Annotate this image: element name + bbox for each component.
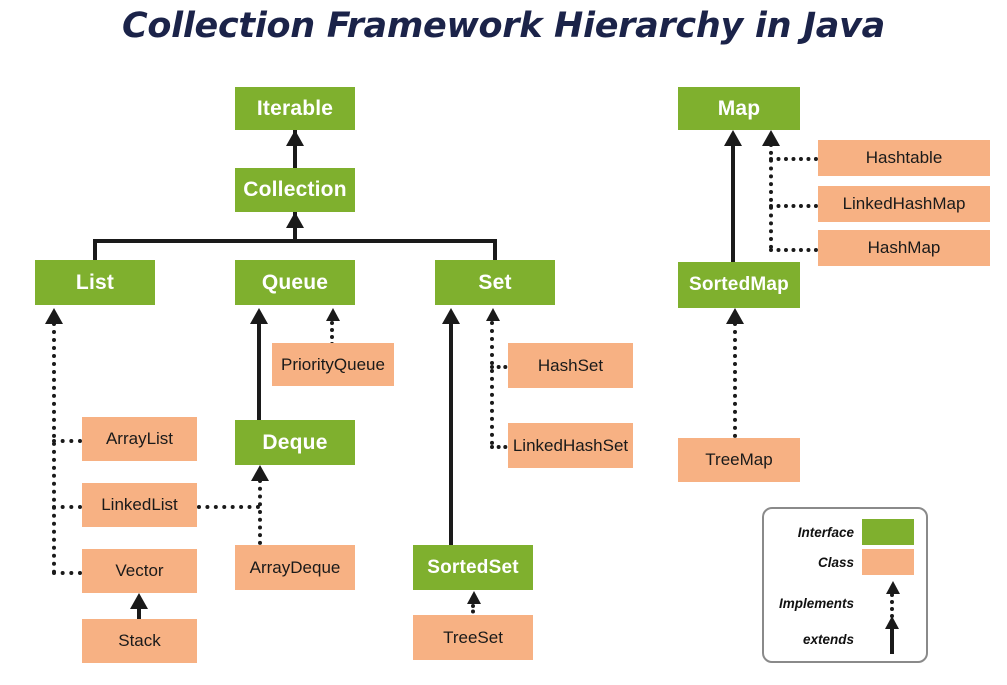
edge-arraydeque-deque-line (258, 479, 262, 545)
legend-implements-dotted-line (890, 593, 894, 618)
edge-sortedmap-map-arrowhead (724, 130, 742, 146)
node-treemap[interactable]: TreeMap (678, 438, 800, 482)
node-set[interactable]: Set (435, 260, 555, 305)
node-sortedset[interactable]: SortedSet (413, 545, 533, 590)
edge-priorityqueue-queue-arrowhead (326, 308, 340, 321)
legend-class-label: Class (817, 554, 854, 570)
node-linkedlist[interactable]: LinkedList (82, 483, 197, 527)
edge-treeset-sortedset-line (471, 604, 475, 619)
node-hashmap[interactable]: HashMap (818, 230, 990, 266)
legend-row-implements: Implements (776, 590, 916, 616)
node-deque-label: Deque (262, 430, 328, 454)
edge-linkedlist-list-connector (52, 505, 82, 509)
edge-vector-list-connector (52, 571, 82, 575)
node-vector[interactable]: Vector (82, 549, 197, 593)
edge-bus-to-list (93, 239, 97, 261)
page-title: Collection Framework Hierarchy in Java (122, 6, 885, 46)
node-linkedlist-label: LinkedList (101, 495, 178, 514)
edge-bus-to-set (493, 239, 497, 261)
edge-stack-vector-line (137, 606, 141, 621)
node-priorityqueue[interactable]: PriorityQueue (272, 343, 394, 386)
node-hashset[interactable]: HashSet (508, 343, 633, 388)
node-collection-label: Collection (243, 178, 347, 201)
node-arraylist-label: ArrayList (105, 429, 174, 448)
node-linkedhashmap[interactable]: LinkedHashMap (818, 186, 990, 222)
legend-implements-arrowhead (886, 581, 900, 594)
node-hashtable-label: Hashtable (865, 148, 943, 167)
edge-hashtable-map-connector (769, 157, 818, 161)
edge-linkedhashmap-map-connector (769, 204, 818, 208)
edge-list-implements-arrowhead (45, 308, 63, 324)
node-list[interactable]: List (35, 260, 155, 305)
edge-arraydeque-deque-arrowhead (251, 465, 269, 481)
edge-collection-iterable-arrowhead (286, 130, 304, 146)
node-deque[interactable]: Deque (235, 420, 355, 465)
node-treemap-label: TreeMap (705, 450, 773, 469)
node-linkedhashset-label: LinkedHashSet (512, 435, 629, 455)
edge-hashmap-map-connector (769, 248, 818, 252)
legend-row-extends: extends (776, 626, 916, 652)
node-queue-label: Queue (261, 270, 329, 294)
node-treeset[interactable]: TreeSet (413, 615, 533, 660)
node-stack-label: Stack (118, 631, 161, 650)
edge-deque-queue-line (257, 322, 261, 420)
node-hashtable[interactable]: Hashtable (818, 140, 990, 176)
node-hashset-label: HashSet (537, 355, 604, 375)
node-map[interactable]: Map (678, 87, 800, 130)
legend-class-swatch (862, 549, 914, 575)
edge-set-implements-spine (490, 321, 494, 445)
edge-collection-bus-horizontal (93, 239, 497, 243)
node-arraydeque-label: ArrayDeque (249, 557, 341, 577)
edge-set-implements-arrowhead (486, 308, 500, 321)
node-priorityqueue-label: PriorityQueue (281, 354, 385, 374)
node-list-label: List (75, 270, 115, 294)
legend-extends-label: extends (802, 631, 854, 647)
node-sortedmap[interactable]: SortedMap (678, 262, 800, 308)
node-sortedmap-label: SortedMap (689, 274, 789, 295)
edge-hashset-set-connector (490, 365, 514, 369)
node-linkedhashset[interactable]: LinkedHashSet (508, 423, 633, 468)
legend-row-interface: Interface (776, 518, 916, 546)
node-iterable[interactable]: Iterable (235, 87, 355, 130)
legend-implements-label: Implements (778, 595, 854, 611)
edge-treeset-sortedset-arrowhead (467, 591, 481, 604)
node-map-label: Map (717, 96, 761, 120)
node-linkedhashmap-label: LinkedHashMap (842, 194, 966, 213)
edge-treemap-sortedmap-line (733, 322, 737, 438)
node-arraydeque[interactable]: ArrayDeque (235, 545, 355, 590)
edge-sortedset-set-line (449, 322, 453, 545)
edge-list-implements-spine (52, 322, 56, 574)
node-collection[interactable]: Collection (235, 168, 355, 212)
legend-extends-solid-line (890, 628, 894, 654)
legend-interface-label: Interface (797, 524, 854, 540)
edge-arraylist-list-connector (52, 439, 82, 443)
edge-collection-bus-arrowhead (286, 212, 304, 228)
edge-sortedmap-map-line (731, 144, 735, 262)
edge-map-implements-spine (769, 143, 773, 249)
edge-linkedlist-deque-connector (197, 505, 260, 509)
edge-deque-queue-arrowhead (250, 308, 268, 324)
node-sortedset-label: SortedSet (427, 556, 519, 578)
edge-sortedset-set-arrowhead (442, 308, 460, 324)
edge-priorityqueue-queue-line (330, 321, 334, 346)
node-queue[interactable]: Queue (235, 260, 355, 305)
edge-linkedhashset-set-connector (490, 445, 514, 449)
node-iterable-label: Iterable (256, 96, 334, 120)
legend-extends-arrowhead (885, 616, 899, 629)
node-set-label: Set (478, 270, 512, 294)
edge-treemap-sortedmap-arrowhead (726, 308, 744, 324)
edge-map-implements-arrowhead (762, 130, 780, 146)
node-arraylist[interactable]: ArrayList (82, 417, 197, 461)
edge-stack-vector-arrowhead (130, 593, 148, 609)
node-treeset-label: TreeSet (443, 627, 503, 647)
legend-row-class: Class (776, 548, 916, 576)
node-hashmap-label: HashMap (867, 238, 941, 257)
edge-collection-iterable-line (293, 130, 297, 168)
node-vector-label: Vector (115, 561, 164, 580)
legend-interface-swatch (862, 519, 914, 545)
node-stack[interactable]: Stack (82, 619, 197, 663)
